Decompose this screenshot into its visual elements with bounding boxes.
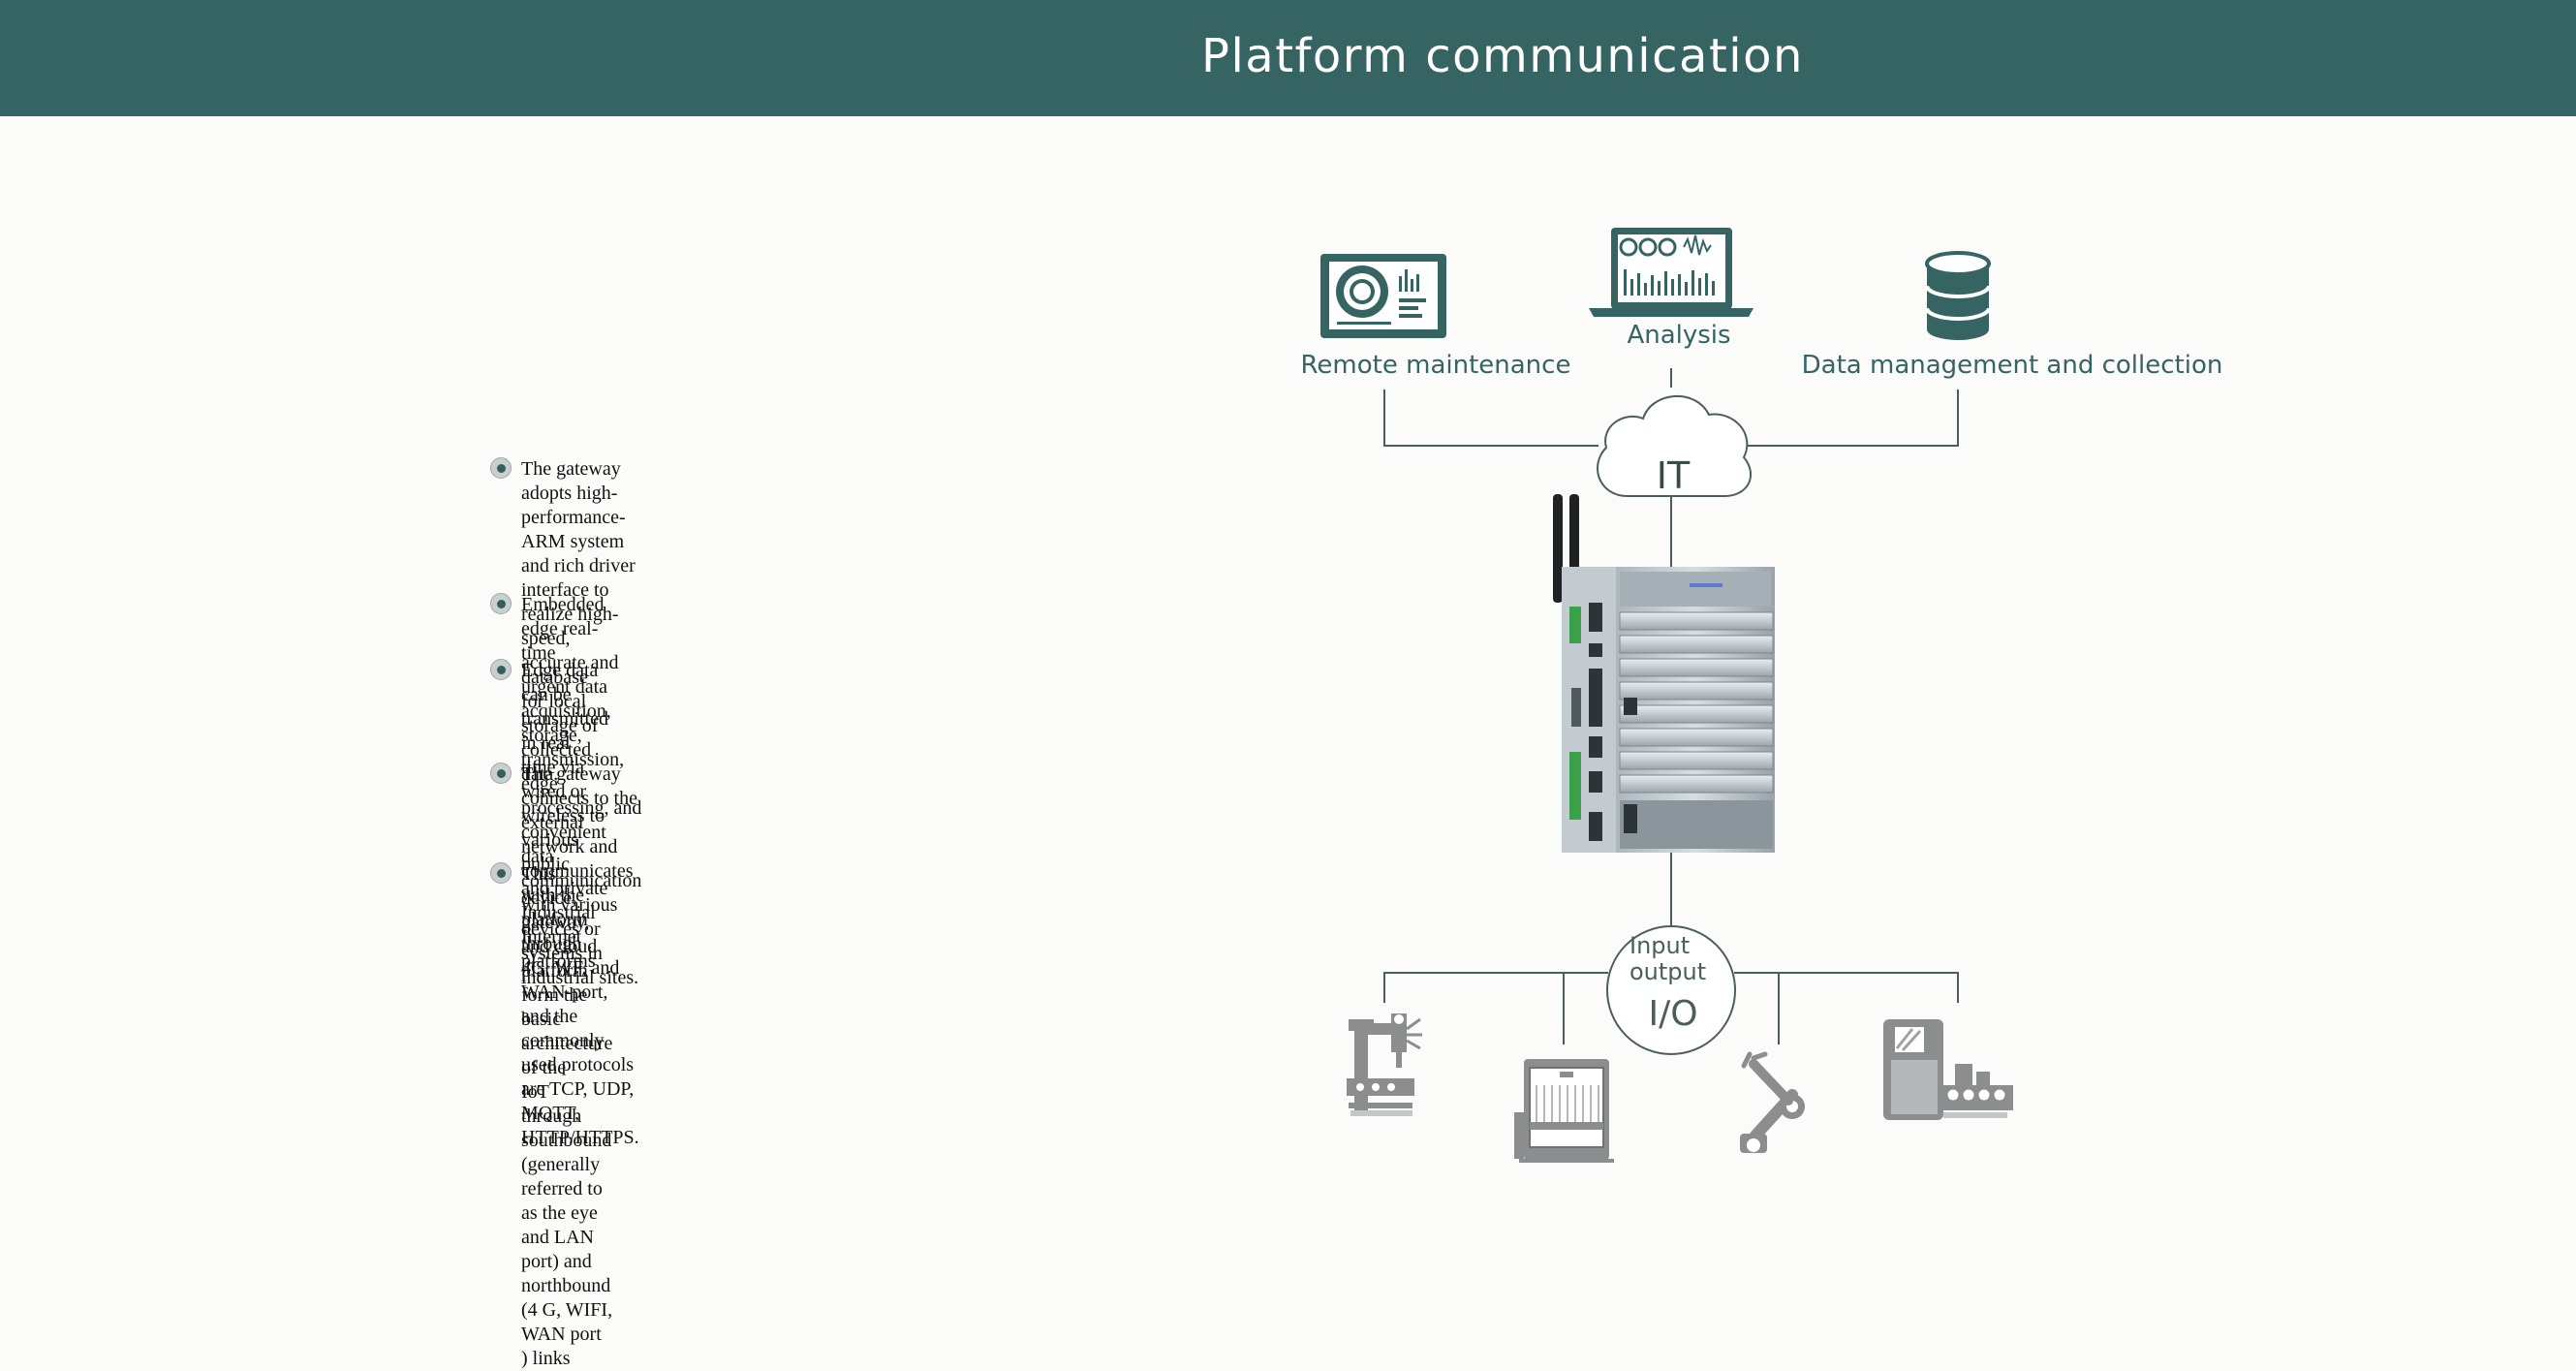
analytics-laptop-icon <box>1589 228 1754 317</box>
bullet-icon <box>490 457 512 479</box>
io-circle <box>1606 925 1736 1055</box>
industrial-machine-icon <box>1514 1059 1614 1163</box>
cloud-icon <box>1597 394 1753 497</box>
bullet-item: Edge data can be transmitted in real tim… <box>490 659 608 974</box>
node-label-remote-maintenance: Remote maintenance <box>1301 351 1571 380</box>
io-label-input: Input <box>1629 932 1690 959</box>
bullet-item: The gateway adopts high-performance-ARM … <box>490 457 641 990</box>
bullet-icon <box>490 593 512 614</box>
bullet-text: The gateway connects to the external net… <box>521 763 639 1148</box>
bullet-text: Embedded edge real-time database for loc… <box>521 594 605 785</box>
bullet-item: The gateway connects to the external net… <box>490 763 639 1150</box>
node-label-data-management: Data management and collection <box>1802 351 2223 380</box>
database-icon <box>1925 251 1991 340</box>
connector-lines <box>1383 368 1959 1044</box>
node-label-analysis: Analysis <box>1627 321 1730 350</box>
bullet-text: The gateway adopts high-performance-ARM … <box>521 458 642 988</box>
bullet-text: Edge data can be transmitted in real tim… <box>521 660 608 972</box>
dashboard-monitor-icon <box>1320 254 1446 338</box>
bullet-icon <box>490 763 512 784</box>
bullet-icon <box>490 862 512 884</box>
bullet-icon <box>490 659 512 680</box>
header-bar: Platform communication <box>0 0 2576 116</box>
io-label-main: I/O <box>1648 994 1697 1034</box>
architecture-diagram: Remote maintenance Analysis Data managem… <box>1301 228 2223 1163</box>
drilling-machine-icon <box>1347 1013 1422 1116</box>
bullet-item: Embedded edge real-time database for loc… <box>490 593 605 787</box>
production-line-icon <box>1883 1019 2013 1120</box>
robot-arm-icon <box>1740 1051 1805 1153</box>
cloud-label: IT <box>1657 454 1691 497</box>
page-title: Platform communication <box>1201 29 1804 83</box>
gateway-device-image <box>1553 494 1775 853</box>
io-label-output: output <box>1629 958 1706 985</box>
